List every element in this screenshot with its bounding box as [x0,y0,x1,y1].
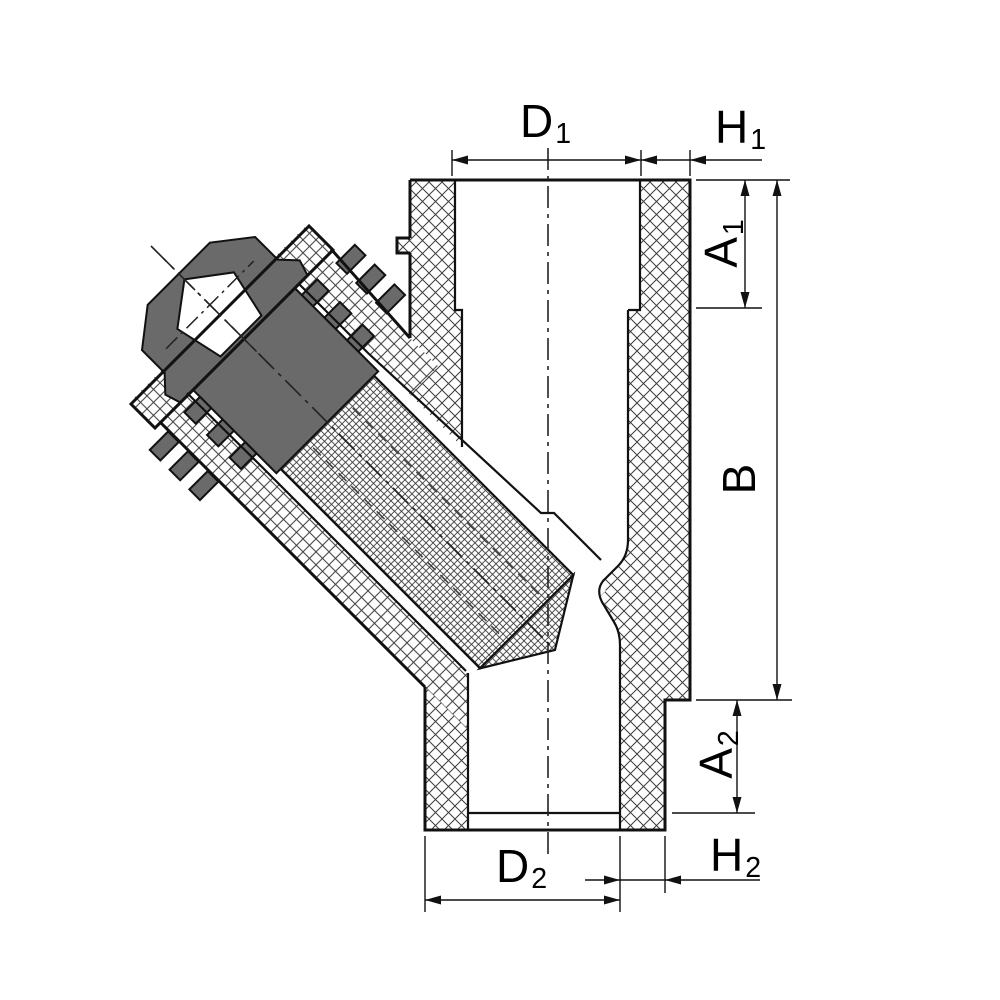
extension-lines [424,150,792,912]
left-wall-step [397,238,410,253]
dim-label-b: B [713,462,765,495]
dimension-arrowheads [425,155,782,905]
filter-tip [476,571,576,671]
dim-label-a1: A1 [695,218,750,268]
centerline-branch [150,245,551,646]
dim-label-d1: D1 [519,95,573,150]
dim-label-d2: D2 [495,840,549,895]
dim-label-h2: H2 [709,829,763,884]
cap-thread-teeth [183,278,376,471]
filter-perforation-lines [312,407,543,638]
dim-label-a2: A2 [690,729,745,779]
part-outlines [128,178,692,832]
dim-label-h1: H1 [714,101,768,156]
